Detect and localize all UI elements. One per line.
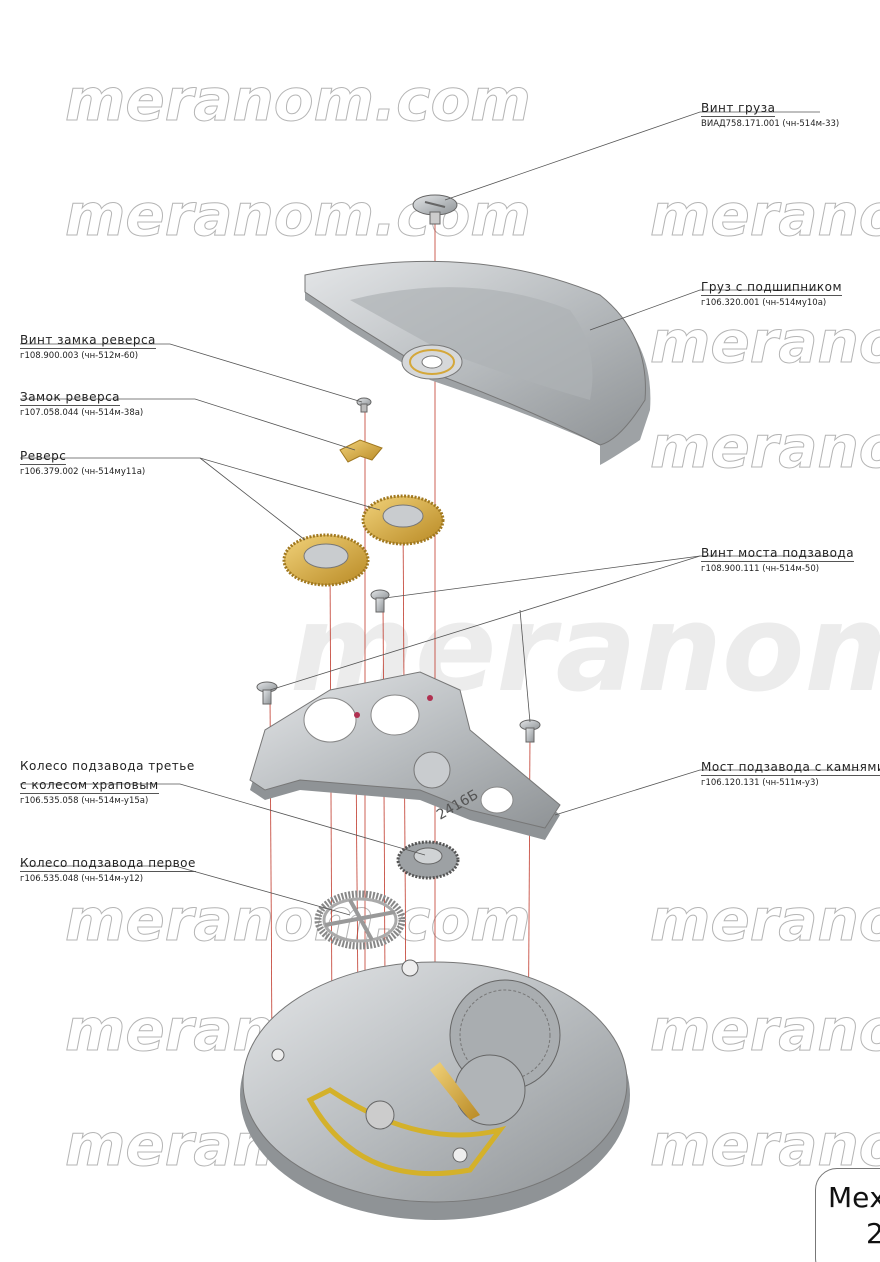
watermark-text: meranom.com — [650, 996, 880, 1064]
first-winding-wheel — [314, 890, 406, 950]
watermark-text: meranom.com — [65, 886, 531, 954]
watermark-text: meranom.com — [650, 308, 880, 376]
title-box: Мех 2 — [815, 1168, 880, 1262]
third-winding-wheel — [396, 840, 460, 880]
base-plate — [240, 959, 630, 1220]
reverser-gears — [282, 494, 445, 587]
watermark-text: meranom.com — [65, 181, 531, 249]
watermark-text: meranom.com — [650, 886, 880, 954]
leader-lines — [20, 111, 860, 916]
rotor-weight — [304, 260, 651, 465]
watermark-text: meranom.com — [650, 413, 880, 481]
watermark-text: meranom.com — [650, 181, 880, 249]
reverser-lock — [339, 397, 383, 463]
watermark-text: meranom.com — [65, 66, 531, 134]
